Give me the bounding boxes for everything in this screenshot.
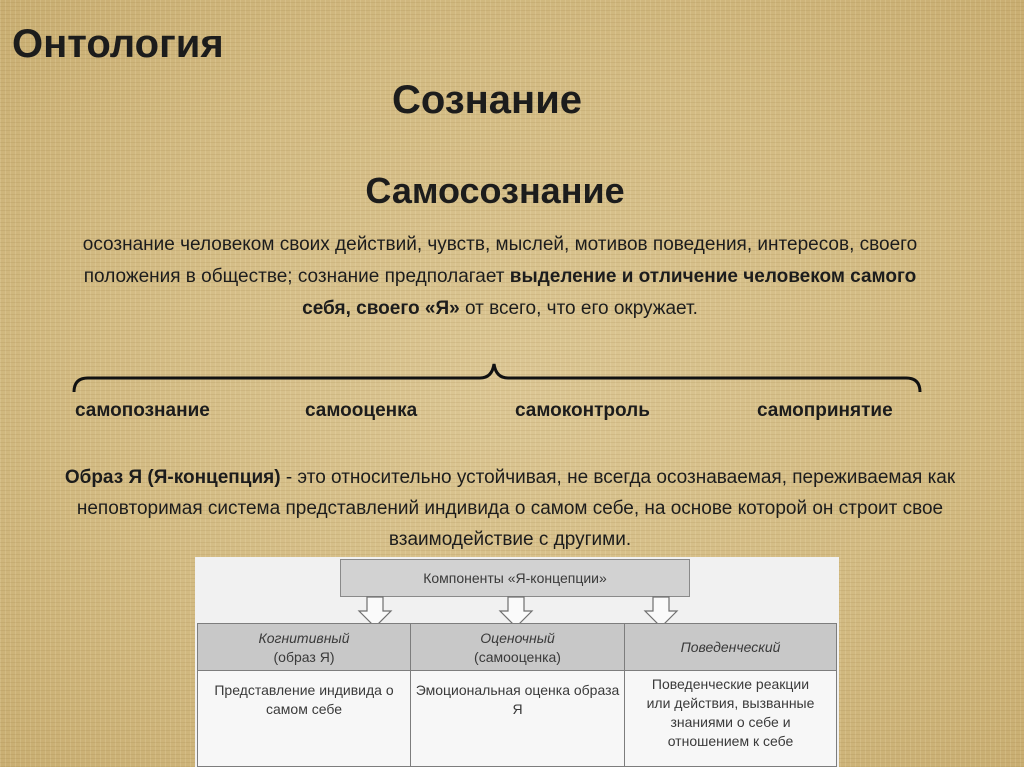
definition-part2: от всего, что его окружает. [459, 298, 698, 319]
component-description-evaluative: Эмоциональная оценка образа Я [410, 670, 625, 767]
component-header-cognitive: Когнитивный (образ Я) [197, 623, 411, 671]
self-concept-diagram: Компоненты «Я-концепции» Когнитивный (об… [195, 557, 839, 767]
aspect-self-acceptance: самопринятие [757, 400, 893, 421]
component-name: Когнитивный [258, 630, 350, 646]
component-sub: (самооценка) [474, 649, 561, 665]
definition-part1: осознание человеком своих действий, чувс… [82, 234, 918, 287]
component-description-behavioral: Поведенческие реакции или действия, вызв… [624, 670, 837, 767]
component-header-behavioral: Поведенческий [624, 623, 837, 671]
self-concept-definition: - это относительно устойчивая, не всегда… [76, 467, 956, 550]
component-name: Поведенческий [680, 639, 781, 655]
curly-brace-icon [72, 363, 922, 393]
self-concept-text: Образ Я (Я-концепция) - это относительно… [40, 462, 980, 555]
topic-title: Сознание [391, 78, 583, 122]
arrows [357, 596, 679, 627]
component-name: Оценочный [480, 630, 555, 646]
component-description-cognitive: Представление индивида о самом себе [197, 670, 411, 767]
aspect-self-esteem: самооценка [305, 400, 418, 421]
self-concept-term: Образ Я (Я-концепция) [64, 467, 281, 488]
arrow-down-icon [357, 596, 393, 627]
arrow-down-icon [498, 596, 534, 627]
aspect-self-control: самоконтроль [515, 400, 650, 421]
arrow-down-icon [643, 596, 679, 627]
definition-emphasis: выделение и отличение человеком самого с… [302, 266, 917, 319]
component-header-evaluative: Оценочный (самооценка) [410, 623, 625, 671]
component-sub: (образ Я) [273, 649, 335, 665]
section-title: Онтология [12, 22, 224, 66]
aspect-self-knowledge: самопознание [75, 400, 210, 421]
definition-text: осознание человеком своих действий, чувс… [60, 229, 940, 325]
subtopic-title: Самосознание [365, 170, 625, 211]
diagram-title-box: Компоненты «Я-концепции» [340, 559, 690, 597]
